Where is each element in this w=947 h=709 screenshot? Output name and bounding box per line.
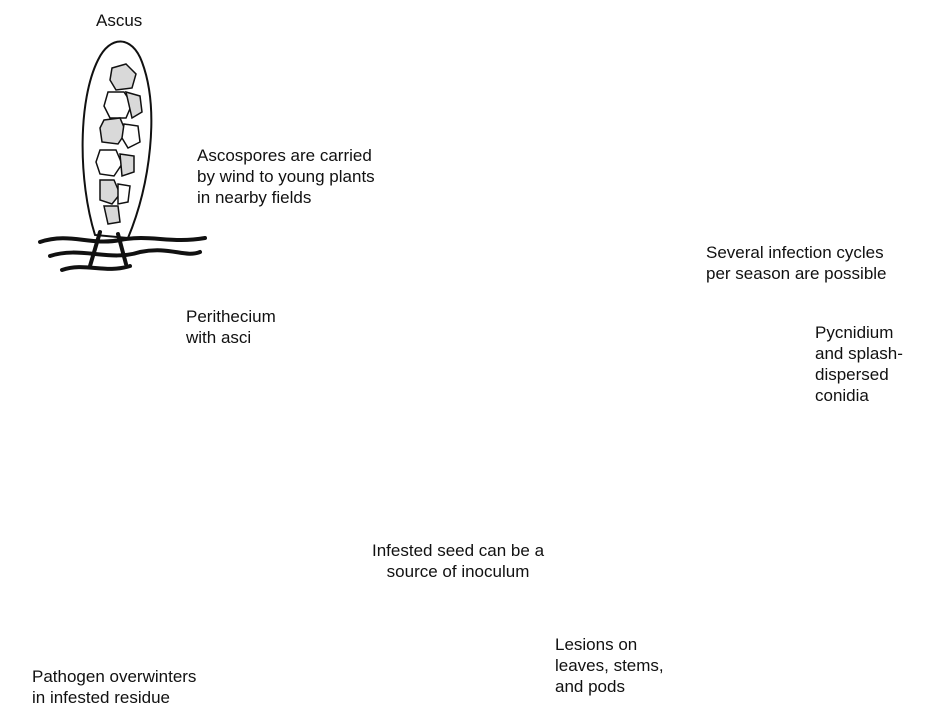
label-lesions: Lesions on leaves, stems, and pods [555,634,664,697]
label-lesions-line-3: and pods [555,676,664,697]
label-pycnidium-line-1: Pycnidium [815,322,903,343]
label-pycnidium-line-3: dispersed [815,364,903,385]
label-overwinters-line-1: Pathogen overwinters [32,666,196,687]
label-lesions-line-1: Lesions on [555,634,664,655]
label-ascospores-line-3: in nearby fields [197,187,375,208]
label-infection-cycles-line-2: per season are possible [706,263,887,284]
label-infested-seed-line-2: source of inoculum [372,561,544,582]
ascus-illustration [40,41,205,270]
label-pycnidium-line-2: and splash- [815,343,903,364]
label-pycnidium-line-4: conidia [815,385,903,406]
label-infection-cycles-line-1: Several infection cycles [706,242,887,263]
label-ascus: Ascus [96,10,142,31]
label-overwinters-line-2: in infested residue [32,687,196,708]
label-ascospores: Ascospores are carried by wind to young … [197,145,375,208]
label-lesions-line-2: leaves, stems, [555,655,664,676]
label-infested-seed-line-1: Infested seed can be a [372,540,544,561]
label-ascus-text: Ascus [96,10,142,31]
label-perithecium-line-1: Perithecium [186,306,276,327]
label-infested-seed: Infested seed can be a source of inoculu… [372,540,544,582]
label-overwinters: Pathogen overwinters in infested residue [32,666,196,708]
label-perithecium: Perithecium with asci [186,306,276,348]
label-ascospores-line-1: Ascospores are carried [197,145,375,166]
label-infection-cycles: Several infection cycles per season are … [706,242,887,284]
label-ascospores-line-2: by wind to young plants [197,166,375,187]
label-pycnidium: Pycnidium and splash- dispersed conidia [815,322,903,406]
label-perithecium-line-2: with asci [186,327,276,348]
